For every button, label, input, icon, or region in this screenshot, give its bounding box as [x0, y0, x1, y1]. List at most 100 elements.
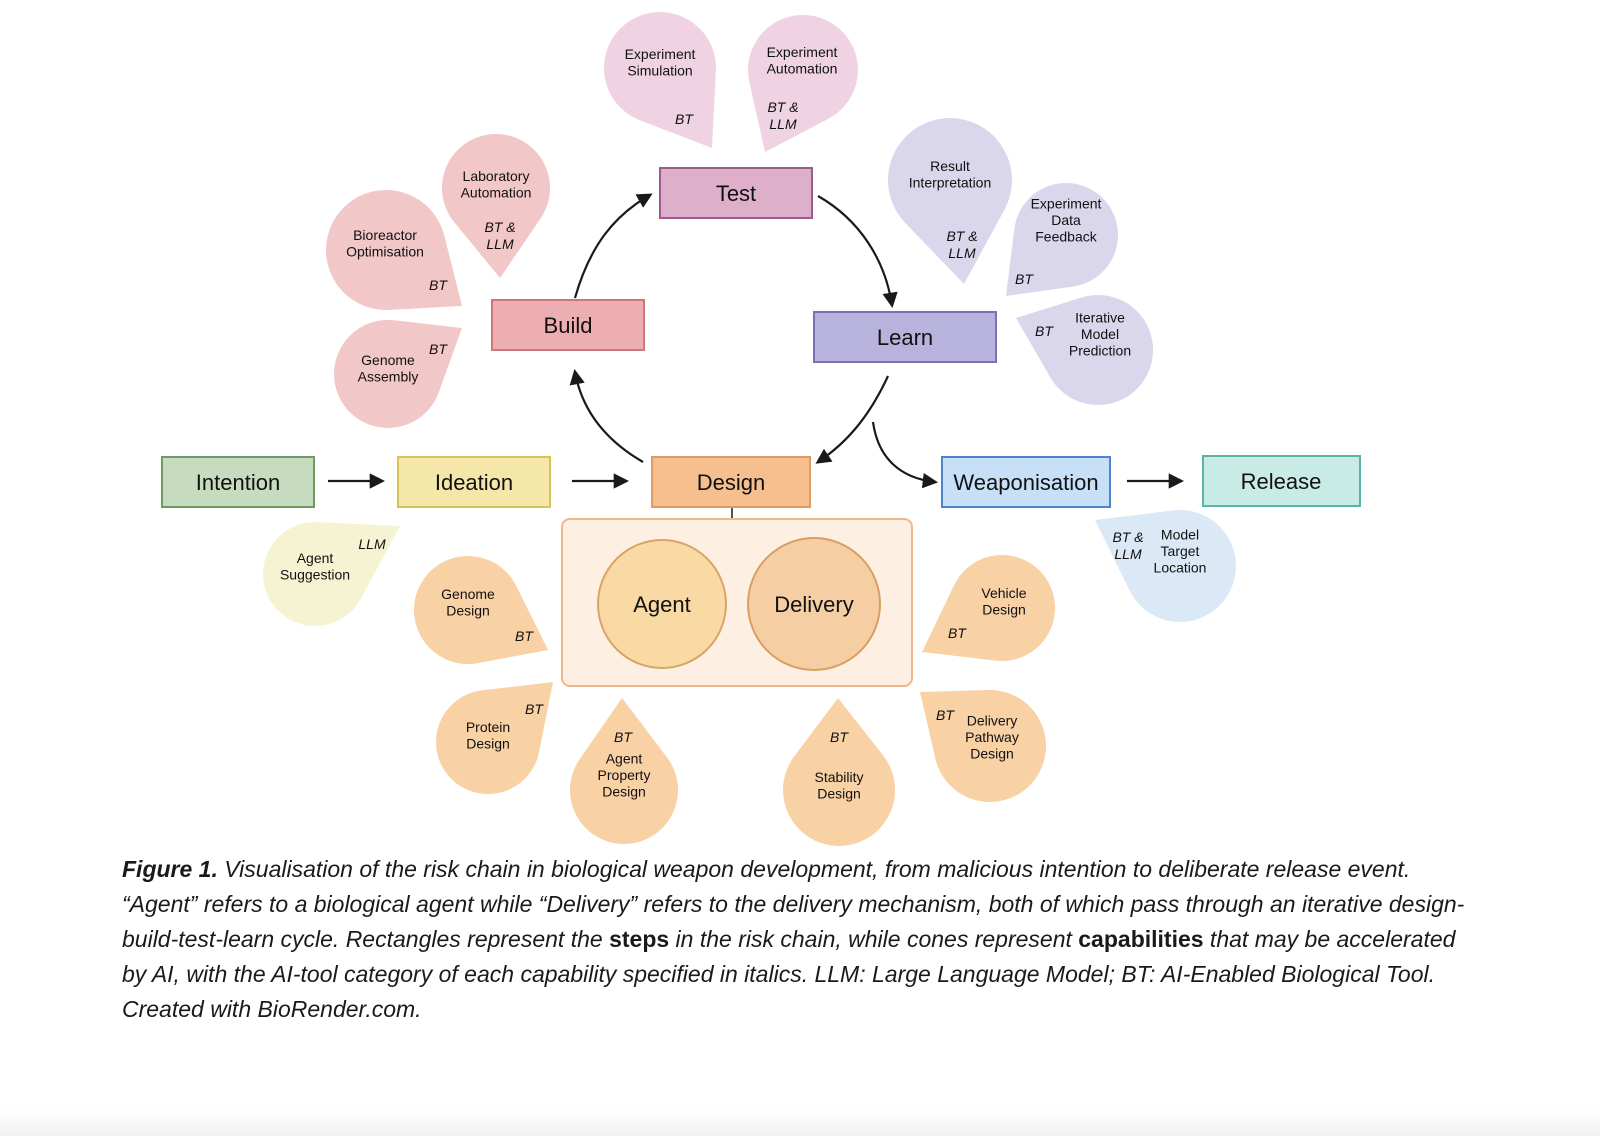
cone-shape	[334, 319, 462, 428]
cone-shape	[603, 12, 716, 149]
delivery-label: Delivery	[774, 592, 853, 617]
capability-tool-tag: BT	[1035, 323, 1054, 339]
cone-shape	[888, 118, 1013, 284]
capability-label-line: Property	[598, 767, 651, 783]
arrow-design-to-build	[569, 368, 644, 463]
capability-label-line: Design	[970, 746, 1014, 762]
step-weaponisation: Weaponisation	[941, 456, 1111, 508]
capability-tool-tag: LLM	[1114, 546, 1142, 562]
step-build: Build	[491, 299, 645, 351]
capability-label-line: Result	[930, 158, 970, 174]
step-learn-label: Learn	[877, 325, 933, 350]
cone-shape	[441, 133, 550, 278]
capability-tool-tag: BT	[830, 729, 849, 745]
cone-shape	[1006, 183, 1119, 296]
capability-label-line: Design	[982, 601, 1026, 617]
capability-tool-tag: BT	[1015, 271, 1034, 287]
capability-label-line: Bioreactor	[353, 227, 417, 243]
capability-label-line: Protein	[466, 719, 510, 735]
capability-label-line: Design	[446, 602, 490, 618]
capability-tool-tag: BT	[614, 729, 633, 745]
capability-label-line: Model	[1081, 326, 1119, 342]
capability-label-line: Experiment	[1031, 196, 1102, 212]
capability-tool-tag: BT	[429, 341, 448, 357]
step-design: Design	[651, 456, 811, 508]
capability-tool-tag: BT	[675, 111, 694, 127]
capability-label-line: Location	[1154, 560, 1207, 576]
capability-label-line: Experiment	[625, 46, 696, 62]
step-test: Test	[659, 167, 813, 219]
cone-shape	[783, 698, 896, 846]
capability-cones: ExperimentSimulationBTExperimentAutomati…	[263, 12, 1236, 846]
capability-tool-tag: BT	[936, 707, 955, 723]
capability-label-line: Automation	[461, 184, 532, 200]
capability-label-line: Optimisation	[346, 243, 424, 259]
capability-tool-tag: LLM	[486, 236, 514, 252]
capability-label-line: Agent	[606, 751, 643, 767]
capability-label-line: Model	[1161, 527, 1199, 543]
cone-shape	[436, 682, 553, 795]
capability-label-line: Prediction	[1069, 343, 1131, 359]
arrow-build-to-test	[573, 193, 653, 299]
design-container: Agent Delivery	[561, 518, 913, 687]
capability-tool-tag: BT &	[484, 219, 515, 235]
cycle-arrows	[328, 193, 1185, 519]
cone-shape	[413, 556, 548, 665]
capability-label-line: Genome	[361, 352, 415, 368]
capability-label-line: Genome	[441, 586, 495, 602]
capability-label-line: Agent	[297, 550, 334, 566]
step-release-label: Release	[1241, 469, 1322, 494]
arrow-test-to-learn	[817, 195, 898, 309]
capability-label-line: Assembly	[358, 368, 419, 384]
cone-shape	[922, 554, 1055, 661]
cone-shape	[263, 522, 400, 627]
figure-caption: Figure 1. Visualisation of the risk chai…	[122, 852, 1472, 1027]
cone-shape	[747, 14, 858, 152]
cone-shape	[1095, 509, 1236, 622]
caption-text-3: that may be accelerated by AI, with the …	[122, 926, 1456, 1022]
cone-shape	[326, 189, 462, 310]
step-release: Release	[1202, 455, 1361, 507]
step-test-label: Test	[716, 181, 756, 206]
capability-label-line: Design	[602, 784, 646, 800]
capability-label-line: Simulation	[627, 62, 692, 78]
step-weaponisation-label: Weaponisation	[953, 470, 1098, 495]
step-build-label: Build	[544, 313, 593, 338]
capability-label-line: Laboratory	[463, 168, 530, 184]
cone-shape	[1016, 294, 1154, 405]
risk-chain-diagram: ExperimentSimulationBTExperimentAutomati…	[161, 12, 1361, 846]
agent-circle	[597, 539, 727, 669]
capability-tool-tag: BT	[525, 701, 544, 717]
caption-text-1: Visualisation of the risk chain in biolo…	[122, 856, 1465, 952]
capability-label-line: Delivery	[967, 713, 1018, 729]
capability-label-line: Experiment	[767, 44, 838, 60]
capability-tool-tag: BT &	[767, 99, 798, 115]
figure-label: Figure 1.	[122, 856, 218, 882]
step-intention-label: Intention	[196, 470, 280, 495]
delivery-circle	[747, 537, 881, 671]
capability-label-line: Feedback	[1035, 229, 1097, 245]
capability-label-line: Interpretation	[909, 174, 992, 190]
capability-label-line: Suggestion	[280, 566, 350, 582]
page-bottom-fade	[0, 1108, 1600, 1136]
step-design-label: Design	[697, 470, 765, 495]
capability-tool-tag: BT	[429, 277, 448, 293]
capability-label-line: Stability	[814, 769, 863, 785]
capability-label-line: Target	[1161, 543, 1200, 559]
step-intention: Intention	[161, 456, 315, 508]
arrow-learn-to-weaponisation	[871, 421, 939, 489]
capability-tool-tag: LLM	[948, 245, 976, 261]
capability-tool-tag: BT &	[1112, 529, 1143, 545]
